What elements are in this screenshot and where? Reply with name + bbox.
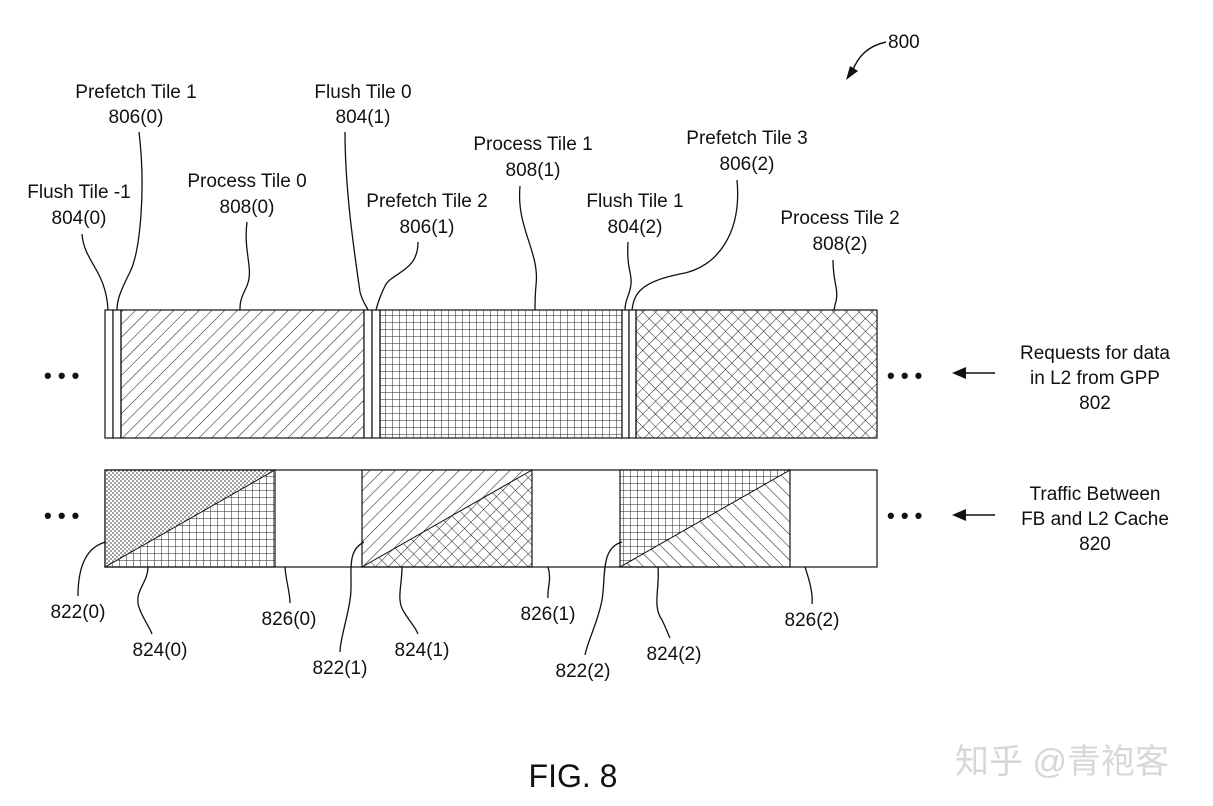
watermark: 知乎 @青袍客	[955, 743, 1169, 781]
ellipsis-bottom-left: • • •	[44, 503, 79, 528]
traffic-band	[104, 469, 878, 568]
ref-824-2: 824(2)	[647, 644, 702, 665]
ref-824-0: 824(0)	[133, 640, 188, 661]
ref-806-0: 806(0)	[109, 107, 164, 128]
label-process-tile-2: Process Tile 2	[780, 208, 899, 229]
traffic-label-2: FB and L2 Cache	[1021, 509, 1169, 530]
ref-808-1: 808(1)	[506, 160, 561, 181]
ref-804-2: 804(2)	[608, 217, 663, 238]
label-process-tile-1: Process Tile 1	[473, 134, 592, 155]
traffic-label-3: 820	[1079, 534, 1111, 555]
label-prefetch-tile-1: Prefetch Tile 1	[75, 82, 196, 103]
ref-826-0: 826(0)	[262, 609, 317, 630]
ref-826-1: 826(1)	[521, 604, 576, 625]
requests-label-2: in L2 from GPP	[1030, 368, 1160, 389]
traffic-label-1: Traffic Between	[1030, 484, 1161, 505]
label-prefetch-tile-3: Prefetch Tile 3	[686, 128, 807, 149]
label-process-tile-0: Process Tile 0	[187, 171, 306, 192]
ref-804-0: 804(0)	[52, 208, 107, 229]
figure-number-arrowhead	[846, 66, 858, 80]
process-tile-1-block	[379, 309, 623, 439]
label-flush-tile-0: Flush Tile 0	[314, 82, 411, 103]
figure-number-arrow	[851, 41, 887, 73]
process-tile-0-block	[120, 309, 365, 439]
label-prefetch-tile-2: Prefetch Tile 2	[366, 191, 487, 212]
ellipsis-top-right: • • •	[887, 363, 922, 388]
requests-band	[104, 309, 878, 439]
ref-808-2: 808(2)	[813, 234, 868, 255]
ref-808-0: 808(0)	[220, 197, 275, 218]
label-flush-tile-1: Flush Tile 1	[586, 191, 683, 212]
top-leader-lines	[81, 131, 838, 311]
ellipsis-top-left: • • •	[44, 363, 79, 388]
ref-806-1: 806(1)	[400, 217, 455, 238]
ref-822-1: 822(1)	[313, 658, 368, 679]
process-tile-2-block	[635, 309, 878, 439]
bottom-leader-lines	[77, 541, 813, 656]
ref-804-1: 804(1)	[336, 107, 391, 128]
ellipsis-bottom-right: • • •	[887, 503, 922, 528]
requests-label-1: Requests for data	[1020, 343, 1170, 364]
ref-824-1: 824(1)	[395, 640, 450, 661]
ref-822-0: 822(0)	[51, 602, 106, 623]
requests-label-3: 802	[1079, 393, 1111, 414]
ref-822-2: 822(2)	[556, 661, 611, 682]
ref-826-2: 826(2)	[785, 610, 840, 631]
label-flush-tile-m1: Flush Tile -1	[27, 182, 130, 203]
ref-806-2: 806(2)	[720, 154, 775, 175]
figure-caption: FIG. 8	[529, 758, 618, 794]
figure-number: 800	[888, 32, 920, 53]
